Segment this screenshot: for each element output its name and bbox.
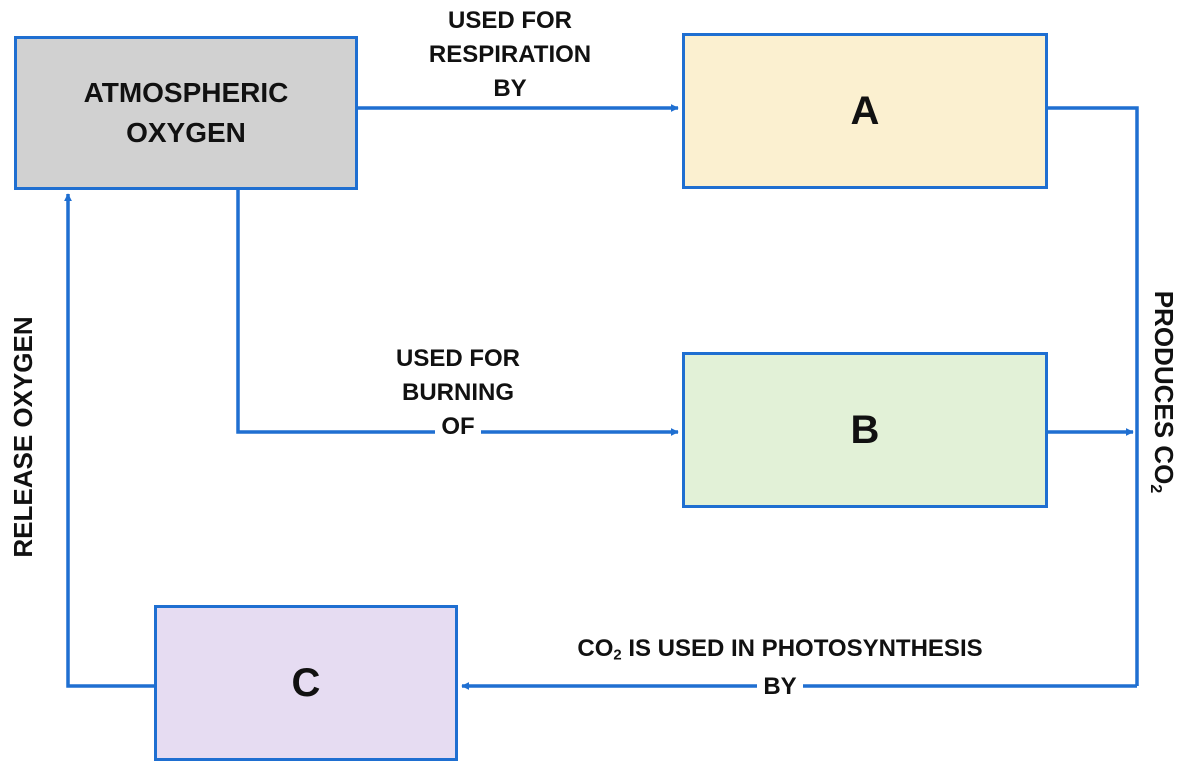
release-oxygen-label: RELEASE OXYGEN: [8, 292, 38, 582]
burning-edge-label: USED FOR BURNING OF: [348, 344, 568, 442]
release-text: RELEASE OXYGEN: [8, 316, 38, 558]
photosynthesis-co: CO: [577, 635, 614, 662]
photosynthesis-co-sub: 2: [613, 647, 622, 664]
line-a-to-rail: [1048, 106, 1139, 686]
atmosphere-label-line1: ATMOSPHERIC: [83, 77, 289, 108]
produces-co2-label: PRODUCES CO2: [1146, 262, 1179, 522]
atmosphere-label-line2: OXYGEN: [126, 117, 246, 148]
respiration-line1: USED FOR: [447, 7, 572, 34]
node-b-label: B: [850, 407, 880, 452]
photosynthesis-line1: CO2 IS USED IN PHOTOSYNTHESIS: [490, 634, 1070, 664]
node-a-box: A: [682, 33, 1048, 189]
produces-text: PRODUCES CO: [1149, 290, 1179, 485]
photosynthesis-rest: IS USED IN PHOTOSYNTHESIS: [621, 635, 983, 662]
burning-line1: USED FOR: [395, 345, 520, 372]
arrow-atmosphere-to-b: [236, 190, 679, 436]
node-b-box: B: [682, 352, 1048, 508]
arrow-c-to-atmosphere: [64, 193, 154, 688]
node-c-label: C: [291, 660, 321, 705]
node-c-box: C: [154, 605, 458, 761]
photosynthesis-edge-label: CO2 IS USED IN PHOTOSYNTHESIS BY: [490, 634, 1070, 702]
respiration-line3: BY: [487, 75, 533, 102]
produces-sub: 2: [1146, 484, 1165, 494]
node-a-label: A: [850, 88, 880, 133]
photosynthesis-line2: BY: [757, 673, 803, 700]
burning-line3: OF: [435, 413, 481, 440]
burning-line2: BURNING: [402, 379, 514, 406]
atmospheric-oxygen-box: ATMOSPHERIC OXYGEN: [14, 36, 358, 190]
respiration-line2: RESPIRATION: [428, 41, 592, 68]
respiration-edge-label: USED FOR RESPIRATION BY: [400, 6, 620, 104]
